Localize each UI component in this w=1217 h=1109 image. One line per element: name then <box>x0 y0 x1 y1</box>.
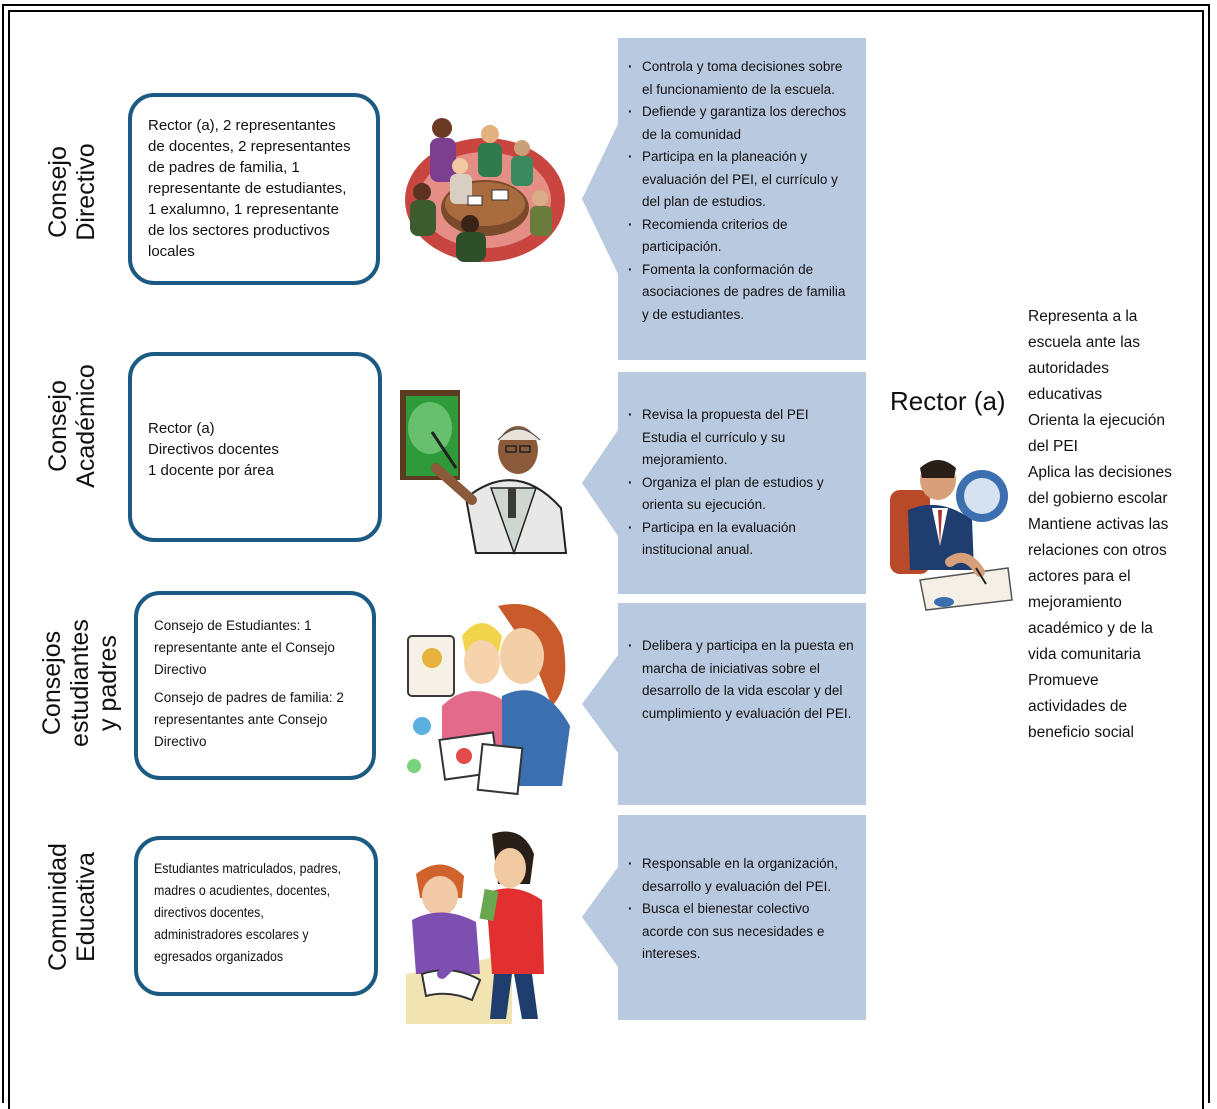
functions-arrow-comunidad-educativa: Responsable en la organización, desarrol… <box>582 815 866 1020</box>
functions-list: Controla y toma decisiones sobre el func… <box>628 56 854 326</box>
rector-duty-line: relaciones con otros <box>1028 542 1167 559</box>
label-consejo-directivo: Consejo Directivo <box>27 72 117 312</box>
member-line: locales <box>148 243 195 260</box>
member-line: Estudiantes matriculados, padres, <box>154 861 342 876</box>
rector-duty-line: actores para el <box>1028 568 1131 585</box>
function-item: Organiza el plan de estudios y orienta s… <box>628 472 854 517</box>
member-line: madres o acudientes, docentes, <box>154 883 331 898</box>
rector-duty-line: Promueve <box>1028 672 1099 689</box>
function-item: Busca el bienestar colectivo acorde con … <box>628 898 854 966</box>
function-item: Defiende y garantiza los derechos de la … <box>628 101 854 146</box>
member-line: de los sectores productivos <box>148 222 330 239</box>
function-item: Participa en la evaluación institucional… <box>628 517 854 562</box>
label-line: Educativa <box>72 852 100 962</box>
member-line: Consejo de padres de familia: 2 represen… <box>154 690 344 749</box>
label-consejo-academico: Consejo Académico <box>27 306 117 546</box>
function-item: Participa en la planeación y evaluación … <box>628 146 854 214</box>
member-line: Rector (a), 2 representantes <box>148 117 336 134</box>
function-item: Responsable en la organización, desarrol… <box>628 853 854 898</box>
meeting-illustration-icon <box>405 118 565 262</box>
label-comunidad-educativa: Comunidad Educativa <box>27 787 117 1027</box>
label-line: y padres <box>94 635 122 731</box>
member-line: directivos docentes, <box>154 905 264 920</box>
function-item: Delibera y participa en la puesta en mar… <box>628 635 854 725</box>
rector-writing-illustration-icon <box>890 460 1013 611</box>
label-line: Directivo <box>72 143 100 241</box>
label-line: Académico <box>72 364 100 488</box>
members-box-consejo-academico: Rector (a) Directivos docentes 1 docente… <box>128 352 382 542</box>
member-line: 1 docente por área <box>148 462 274 479</box>
teacher-blackboard-illustration-icon <box>400 390 568 556</box>
rector-duty-line: del gobierno escolar <box>1028 490 1168 507</box>
rector-duties-list: Representa a la escuela ante las autorid… <box>1028 304 1198 746</box>
rector-duty-line: mejoramiento <box>1028 594 1122 611</box>
rector-duty-line: actividades de <box>1028 698 1128 715</box>
rector-duty-line: académico y de la <box>1028 620 1153 637</box>
functions-list: Delibera y participa en la puesta en mar… <box>628 635 854 725</box>
functions-list: Revisa la propuesta del PEI Estudia el c… <box>628 404 854 562</box>
member-line: Consejo de Estudiantes: 1 representante … <box>154 618 335 677</box>
rector-duty-line: Aplica las decisiones <box>1028 464 1172 481</box>
member-line: egresados organizados <box>154 949 284 964</box>
rector-duty-line: del PEI <box>1028 438 1078 455</box>
label-line: Comunidad <box>44 843 72 971</box>
label-line: Consejo <box>44 380 72 472</box>
rector-duty-line: autoridades <box>1028 360 1110 377</box>
member-line: administradores escolares y <box>154 927 309 942</box>
label-line: Consejo <box>44 146 72 238</box>
member-line: Rector (a) <box>148 420 215 437</box>
rector-duty-line: Orienta la ejecución <box>1028 412 1165 429</box>
function-item: Recomienda criterios de participación. <box>628 214 854 259</box>
functions-arrow-consejo-directivo: Controla y toma decisiones sobre el func… <box>582 38 866 360</box>
function-item: Controla y toma decisiones sobre el func… <box>628 56 854 101</box>
function-item: Fomenta la conformación de asociaciones … <box>628 259 854 327</box>
member-line: 1 exalumno, 1 representante <box>148 201 339 218</box>
member-line: representante de estudiantes, <box>148 180 347 197</box>
functions-list: Responsable en la organización, desarrol… <box>628 853 854 966</box>
members-box-consejo-directivo: Rector (a), 2 representantes de docentes… <box>128 93 380 285</box>
member-line: Directivos docentes <box>148 441 279 458</box>
functions-arrow-consejos-estudiantes-padres: Delibera y participa en la puesta en mar… <box>582 603 866 805</box>
rector-duty-line: Mantiene activas las <box>1028 516 1169 533</box>
label-consejos-estudiantes-padres: Consejos estudiantes y padres <box>35 563 125 803</box>
rector-title: Rector (a) <box>890 386 1006 416</box>
member-line: de padres de familia, 1 <box>148 159 300 176</box>
rector-duty-line: Representa a la <box>1028 308 1138 325</box>
label-line: Consejos <box>38 630 66 736</box>
label-line: estudiantes <box>66 619 94 747</box>
functions-arrow-consejo-academico: Revisa la propuesta del PEI Estudia el c… <box>582 372 866 594</box>
members-box-comunidad-educativa: Estudiantes matriculados, padres, madres… <box>134 836 378 996</box>
rector-duty-line: vida comunitaria <box>1028 646 1141 663</box>
rector-duty-line: educativas <box>1028 386 1103 403</box>
function-item: Revisa la propuesta del PEI Estudia el c… <box>628 404 854 472</box>
outer-frame <box>2 4 1210 1103</box>
member-line: de docentes, 2 representantes <box>148 138 351 155</box>
inner-frame <box>8 10 1204 1109</box>
rector-duty-line: escuela ante las <box>1028 334 1141 351</box>
students-parents-illustration-icon <box>407 604 570 796</box>
rector-duty-line: beneficio social <box>1028 724 1134 741</box>
members-box-consejos-estudiantes-padres: Consejo de Estudiantes: 1 representante … <box>134 591 376 780</box>
community-study-illustration-icon <box>406 831 544 1024</box>
